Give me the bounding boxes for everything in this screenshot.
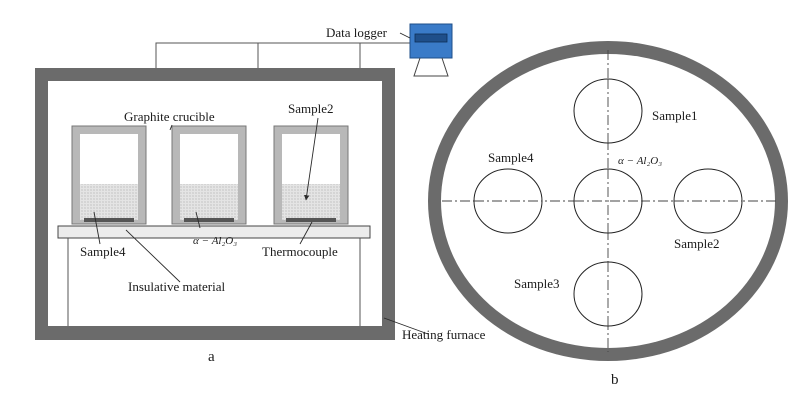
alumina-label: α − Al₂O₃ bbox=[193, 235, 237, 247]
thermocouple-label: Thermocouple bbox=[262, 244, 338, 259]
leader-lines bbox=[93, 32, 429, 335]
sample1-label-b: Sample1 bbox=[652, 108, 698, 123]
sample4-label: Sample4 bbox=[80, 244, 126, 259]
graphite-crucible-center bbox=[171, 125, 247, 225]
insulative-material-label: Insulative material bbox=[128, 279, 225, 294]
data-logger-label: Data logger bbox=[326, 25, 388, 40]
insulative-material bbox=[57, 225, 371, 326]
graphite-crucible-left bbox=[71, 125, 147, 225]
graphite-crucible-label: Graphite crucible bbox=[124, 109, 215, 124]
heating-furnace-label: Heating furnace bbox=[402, 327, 486, 342]
graphite-crucible-right bbox=[273, 125, 349, 225]
sample3-label-b: Sample3 bbox=[514, 276, 560, 291]
alumina-label-b: α − Al₂O₃ bbox=[618, 155, 662, 167]
sample2-label: Sample2 bbox=[288, 101, 334, 116]
sample4-label-b: Sample4 bbox=[488, 150, 534, 165]
sample2-label-b: Sample2 bbox=[674, 236, 720, 251]
panel-a: Data logger Graphite crucible Sample2 Sa… bbox=[35, 23, 486, 365]
data-logger bbox=[409, 23, 453, 77]
panel-b-caption: b bbox=[611, 372, 619, 388]
panel-b: Sample1 Sample4 α − Al₂O₃ Sample2 Sample… bbox=[428, 41, 788, 388]
panel-a-caption: a bbox=[208, 349, 215, 365]
